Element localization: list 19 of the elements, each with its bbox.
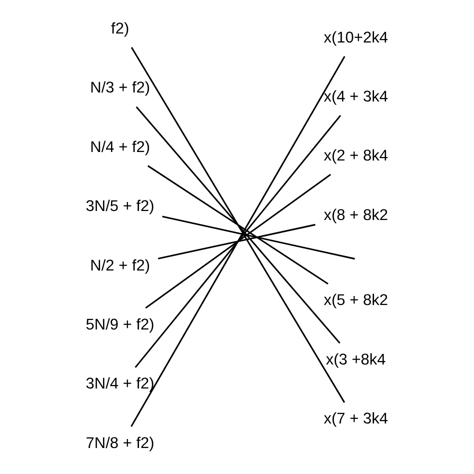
connector [145, 174, 332, 309]
connector [162, 216, 355, 260]
node-text: N/3 + f2) [90, 80, 150, 97]
node-text: x(7 + 3k4 [324, 410, 388, 428]
node-text: f2) [111, 20, 130, 38]
node-text: N/2 + f2) [90, 257, 150, 274]
node-text: x(2 + 8k4 [324, 148, 388, 165]
node-text: x(10+2k4 [324, 29, 388, 46]
node-text: 3N/4 + f2) [86, 376, 154, 393]
node-text: 5N/9 + f2) [86, 316, 154, 334]
connector [158, 224, 316, 260]
connector [147, 165, 328, 285]
node-text: x(8 + 8k2 [324, 206, 388, 224]
node-text: 7N/8 + f2) [86, 434, 154, 452]
node-text: N/4 + f2) [90, 138, 150, 156]
node-text: x(4 + 3k4 [324, 88, 388, 106]
node-text: x(3 +8k4 [326, 351, 386, 368]
node-text: x(5 + 8k2 [324, 292, 388, 310]
node-text: 3N/5 + f2) [86, 198, 154, 216]
